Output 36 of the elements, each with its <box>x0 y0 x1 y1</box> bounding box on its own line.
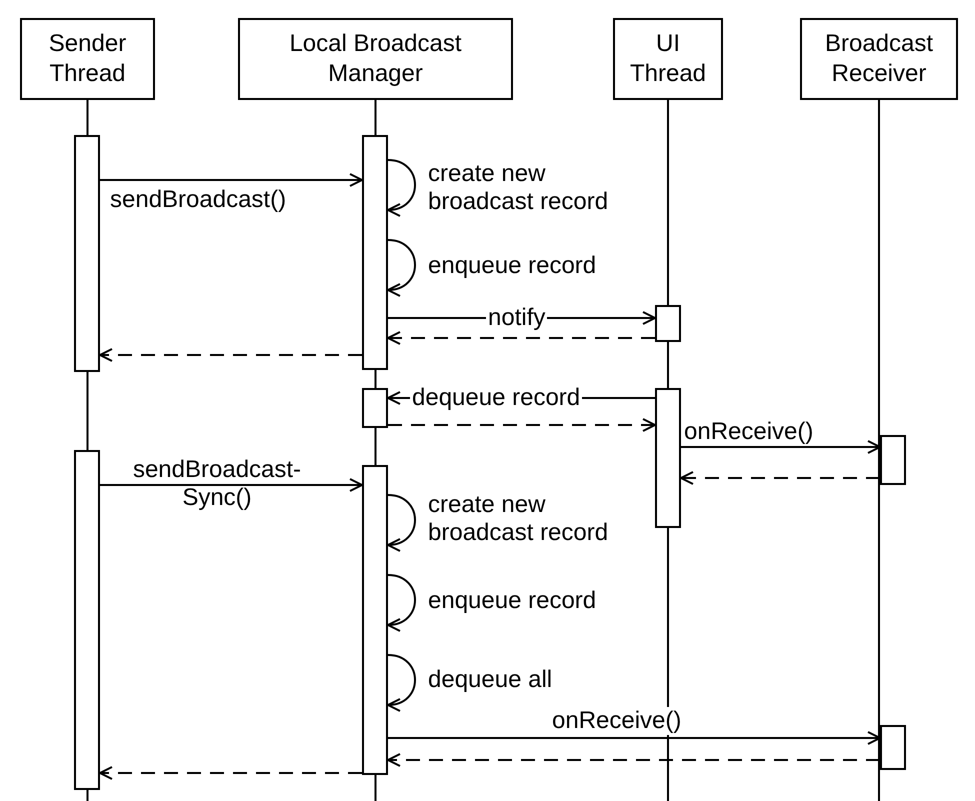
message-label: enqueue record <box>428 252 598 280</box>
activation-bar <box>655 388 681 528</box>
activation-bar <box>362 135 388 370</box>
self-message-arrow <box>387 239 416 296</box>
message-label: create new broadcast record <box>428 491 610 547</box>
activation-bar <box>74 450 100 790</box>
activation-bar <box>74 135 100 372</box>
self-message-arrow <box>387 494 416 551</box>
participant-box: Sender Thread <box>20 18 155 100</box>
activation-bar <box>655 305 681 342</box>
return-arrow <box>387 753 880 767</box>
self-message-arrow <box>387 159 416 216</box>
message-label: onReceive() <box>684 418 814 446</box>
message-label: enqueue record <box>428 587 598 615</box>
message-arrow <box>388 731 881 745</box>
message-label: sendBroadcast() <box>110 186 288 214</box>
activation-bar <box>880 725 906 770</box>
activation-bar <box>880 435 906 485</box>
activation-bar <box>362 465 388 775</box>
message-label: create new broadcast record <box>428 160 610 216</box>
return-arrow <box>388 418 656 432</box>
message-arrow <box>681 440 881 454</box>
self-message-arrow <box>387 654 416 711</box>
return-arrow <box>99 348 362 362</box>
message-arrow <box>100 173 363 187</box>
message-label: dequeue all <box>428 666 554 694</box>
self-message-arrow <box>387 574 416 631</box>
return-arrow <box>387 331 655 345</box>
message-label: sendBroadcast-Sync() <box>132 456 302 512</box>
activation-bar <box>362 388 388 428</box>
message-arrow <box>100 478 363 492</box>
participant-box: Local Broadcast Manager <box>238 18 513 100</box>
participant-box: UI Thread <box>613 18 723 100</box>
participant-box: Broadcast Receiver <box>800 18 958 100</box>
return-arrow <box>99 766 362 780</box>
return-arrow <box>680 471 880 485</box>
